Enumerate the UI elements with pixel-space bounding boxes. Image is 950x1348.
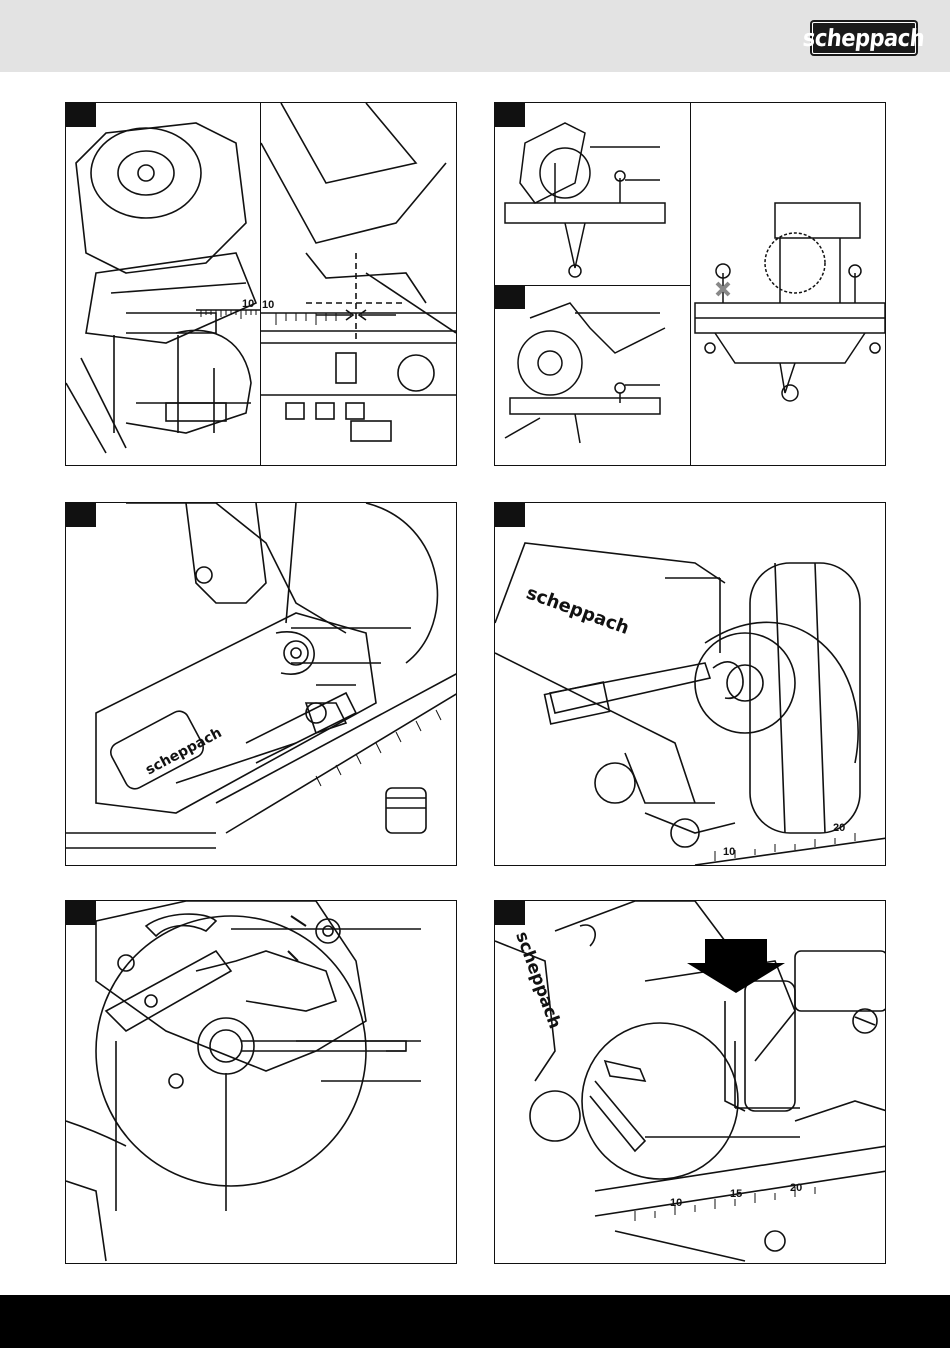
figure-bottom-right: scheppach 10 15 20 <box>494 900 886 1264</box>
figure-number-badge <box>495 285 525 309</box>
scale-label: 10 <box>262 299 274 311</box>
blade-flange-screwdriver-illustration: scheppach 10 20 <box>495 503 886 866</box>
figure-number-badge <box>66 103 96 127</box>
brand-logo-text: scheppach <box>802 25 926 52</box>
spindle-lock-illustration: scheppach 10 15 20 <box>495 901 886 1264</box>
guard-logo-text: scheppach <box>523 582 631 639</box>
scale-label: 10 <box>670 1197 682 1209</box>
header-bar: scheppach <box>0 0 950 72</box>
figure-middle-right: scheppach 10 20 <box>494 502 886 866</box>
scale-label: 10 <box>242 298 254 310</box>
guard-screw-illustration: scheppach <box>66 503 457 866</box>
scale-label: 10 <box>723 846 735 858</box>
footer-bar <box>0 1295 950 1348</box>
blade-guard-hex-key-illustration <box>66 901 457 1264</box>
figure-number-badge <box>66 901 96 925</box>
figure-number-badge <box>495 503 525 527</box>
figure-number-badge <box>66 503 96 527</box>
scale-label: 20 <box>790 1182 802 1194</box>
figure-top-left: 10 10 <box>65 102 457 466</box>
saw-blade-alignment-illustration: 10 10 <box>66 103 457 466</box>
figure-number-badge <box>495 901 525 925</box>
saw-front-and-side-views <box>495 103 886 466</box>
downward-arrow-icon <box>687 939 785 993</box>
figure-middle-left: scheppach <box>65 502 457 866</box>
figure-bottom-left <box>65 900 457 1264</box>
scale-label: 20 <box>833 822 845 834</box>
figure-top-right <box>494 102 886 466</box>
brand-logo[interactable]: scheppach <box>810 20 918 56</box>
guard-logo-text: scheppach <box>511 929 565 1032</box>
scale-label: 15 <box>730 1188 742 1200</box>
figure-number-badge <box>495 103 525 127</box>
